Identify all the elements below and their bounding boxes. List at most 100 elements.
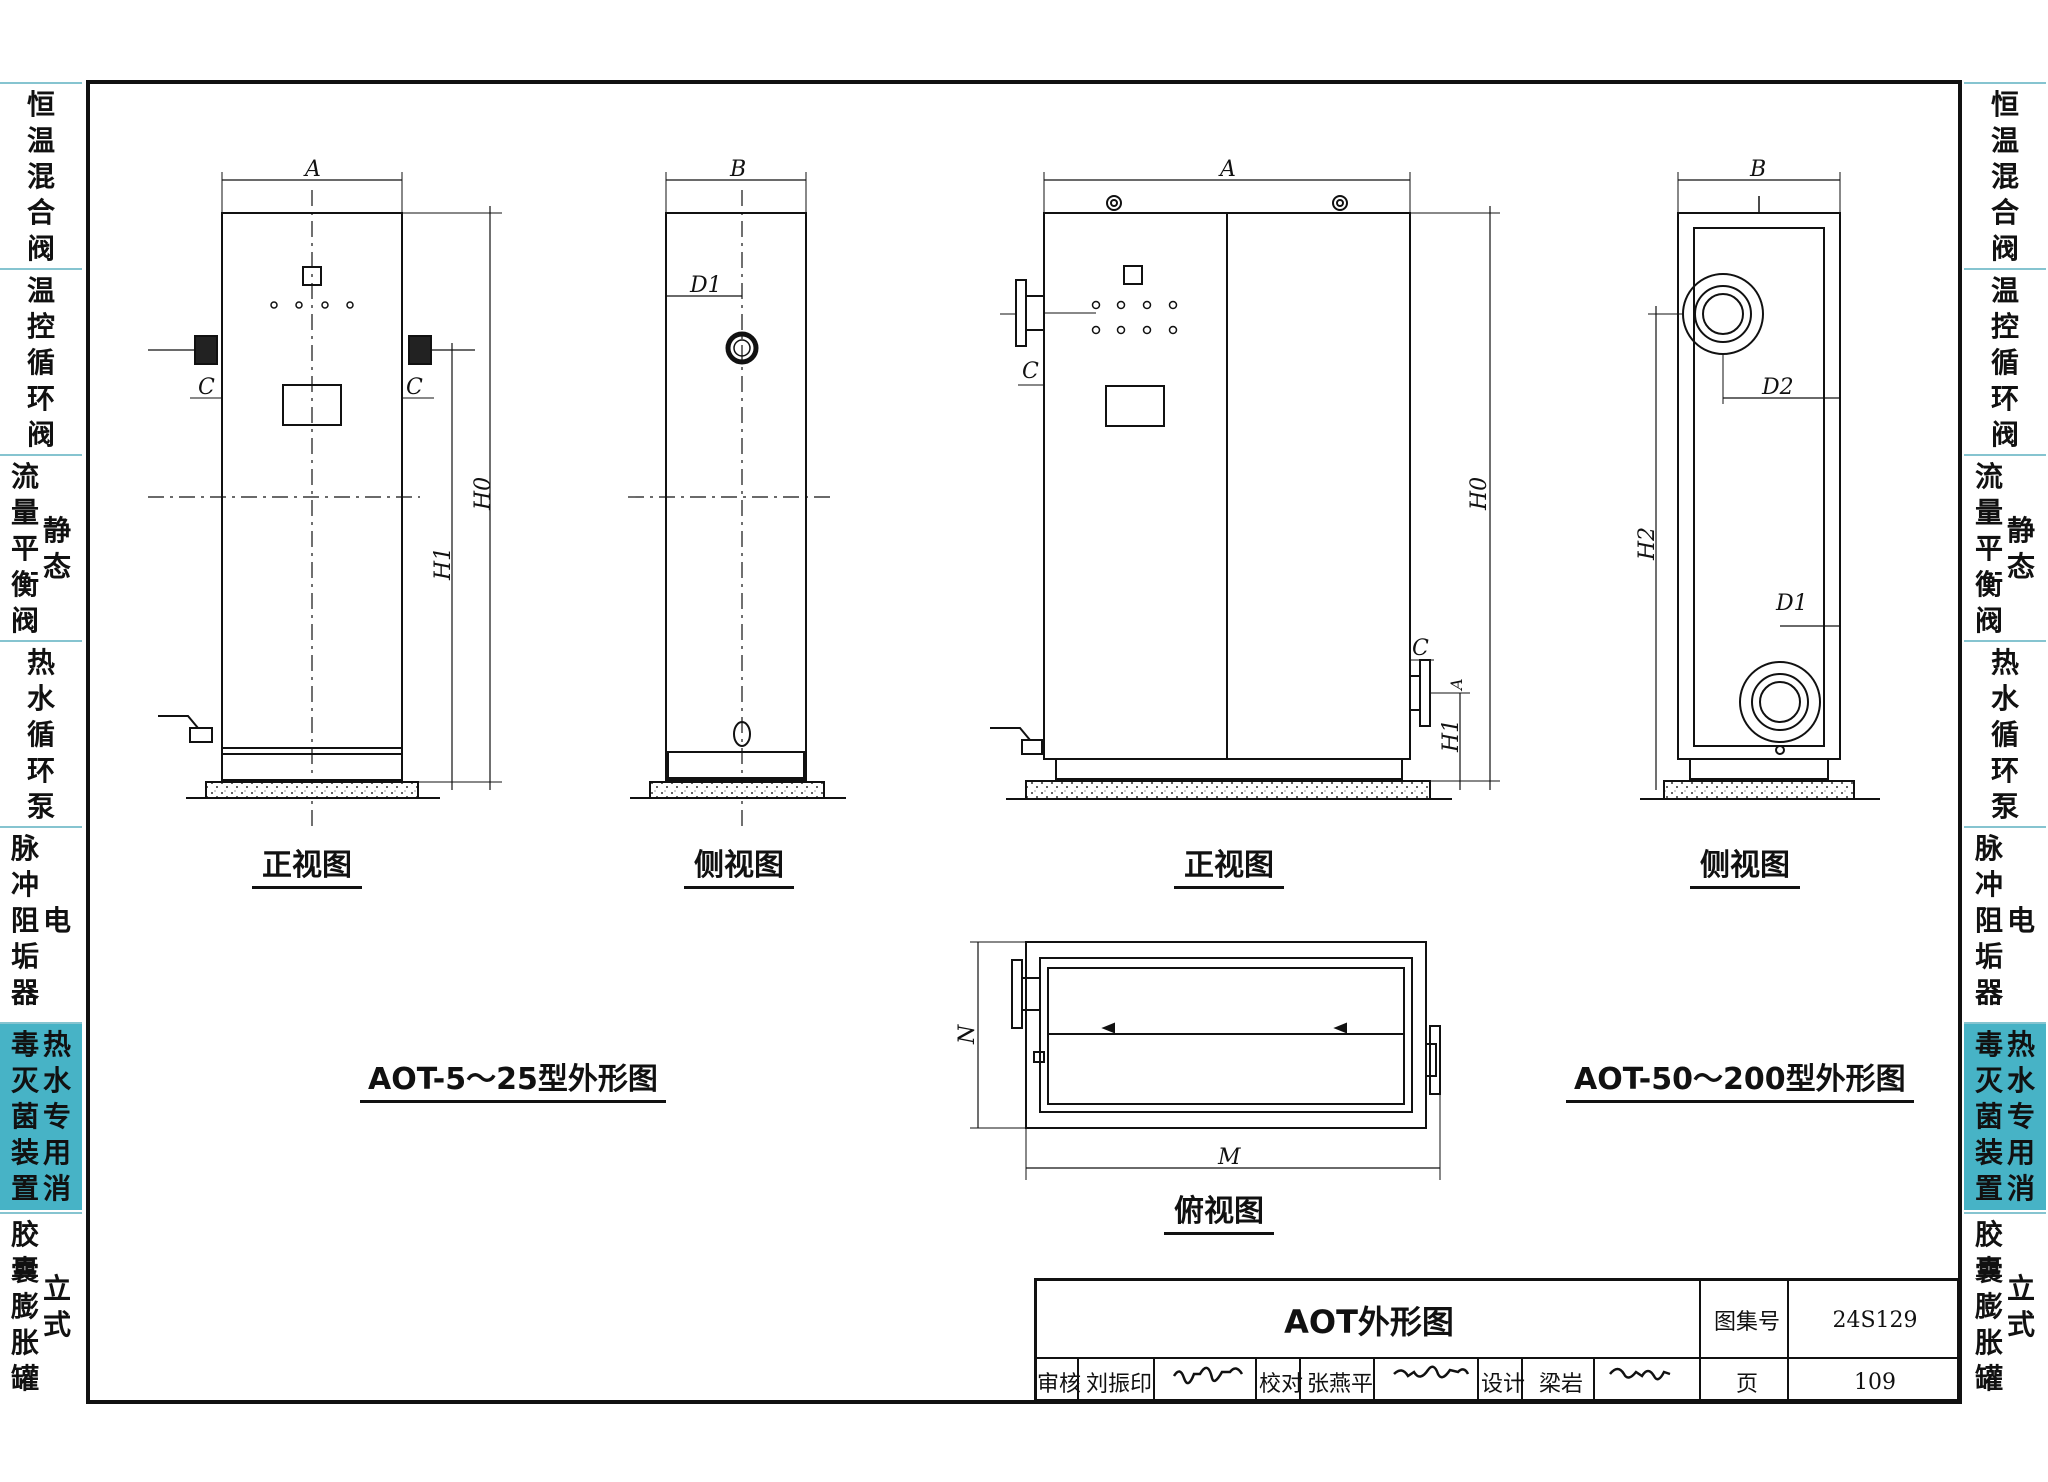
view-label-top: 俯视图 xyxy=(1164,1186,1274,1235)
tab-label-2: 电 xyxy=(43,903,71,939)
tab-char: 泵 xyxy=(1990,790,2019,823)
tab-char: 环 xyxy=(26,754,55,787)
check-label: 校对 xyxy=(1259,1372,1304,1397)
tab-text: 流量平衡阀 xyxy=(1975,459,2003,639)
dim-a-small: A xyxy=(303,157,321,182)
tab-thermostatic-mixing-valve[interactable]: 恒温混合阀 xyxy=(0,82,82,270)
small-front-view xyxy=(148,172,502,830)
tab-char: 控 xyxy=(26,310,55,343)
tab-char: 消 xyxy=(2007,1172,2036,1205)
tab-char: 阻 xyxy=(1974,904,2003,937)
tab-temp-control-circulation-valve[interactable]: 温控循环阀 xyxy=(1964,268,2046,456)
tab-text: 脉冲阻垢器 xyxy=(11,831,39,1011)
top-outline xyxy=(1025,941,1427,1129)
tab-char: 胶 xyxy=(10,1218,39,1251)
atlas-label: 图集号 xyxy=(1713,1310,1780,1335)
design-label: 设计 xyxy=(1481,1372,1526,1397)
tab-char: 混 xyxy=(1990,160,2019,193)
tab-char: 置 xyxy=(10,1172,39,1205)
tab-char: 合 xyxy=(26,196,55,229)
tab-text: 恒温混合阀 xyxy=(27,87,55,267)
tab-char: 平 xyxy=(10,532,39,565)
tab-char: 阀 xyxy=(1990,232,2019,265)
dim-h2-large: H2 xyxy=(1635,527,1660,561)
tab-vertical-expansion-tank[interactable]: 胶囊膨胀罐 立式 xyxy=(0,1212,82,1400)
tab-char: 流 xyxy=(1974,460,2003,493)
tab-temp-control-circulation-valve[interactable]: 温控循环阀 xyxy=(0,268,82,456)
checker-name: 张燕平 xyxy=(1306,1372,1373,1397)
tab-char: 水 xyxy=(26,682,55,715)
tab-label: 毒灭菌装置 xyxy=(11,1027,39,1207)
tab-char: 热 xyxy=(1990,646,2019,679)
dim-d1-small: D1 xyxy=(689,273,722,298)
dim-h1-large: H1 xyxy=(1439,719,1464,753)
tab-char: 恒 xyxy=(26,88,55,121)
lifting-eye-left xyxy=(1106,195,1122,211)
tab-char: 温 xyxy=(1990,124,2019,157)
dim-n-top: N xyxy=(955,1024,980,1045)
drawing-frame xyxy=(86,80,1962,1404)
dim-a-large: A xyxy=(1218,157,1236,182)
tab-char: 专 xyxy=(43,1100,72,1133)
page-label: 页 xyxy=(1735,1372,1758,1397)
tab-char: 式 xyxy=(2007,1308,2036,1341)
title-block-grid xyxy=(1034,1278,1960,1402)
tab-disinfection-device[interactable]: 毒灭菌装置 热水专用消 xyxy=(0,1022,82,1210)
tab-label: 温控循环阀 xyxy=(1991,273,2019,453)
tab-text: 静态 xyxy=(2007,513,2035,585)
dim-c-small-right: C xyxy=(406,375,423,400)
display-panel xyxy=(1105,385,1165,427)
lower-flange xyxy=(1739,661,1821,743)
drain-valve xyxy=(1021,739,1043,755)
tab-char: 循 xyxy=(1990,346,2019,379)
tab-char: 态 xyxy=(43,550,72,583)
tab-label-2: 热水专用消 xyxy=(2007,1027,2035,1207)
dim-h0-large: H0 xyxy=(1467,477,1492,511)
tab-char: 囊 xyxy=(1974,1254,2003,1287)
dim-c-large-top: C xyxy=(1022,359,1039,384)
tab-char: 冲 xyxy=(10,868,39,901)
tab-electric-pulse-descaler[interactable]: 脉冲阻垢器 电 xyxy=(0,826,82,1014)
tab-char: 阻 xyxy=(10,904,39,937)
tab-char: 脉 xyxy=(1974,832,2003,865)
tab-vertical-expansion-tank[interactable]: 胶囊膨胀罐 立式 xyxy=(1964,1212,2046,1400)
dim-d1-large: D1 xyxy=(1775,591,1808,616)
review-label: 审核 xyxy=(1037,1372,1082,1397)
dim-m-top: M xyxy=(1217,1145,1241,1170)
dim-a-large-small: A xyxy=(1447,678,1466,692)
tab-hot-water-circulation-pump[interactable]: 热水循环泵 xyxy=(1964,640,2046,828)
tab-text: 热水循环泵 xyxy=(1991,645,2019,825)
tab-static-balancing-valve[interactable]: 流量平衡阀 静态 xyxy=(1964,454,2046,642)
tab-char: 罐 xyxy=(1974,1362,2003,1395)
tab-char: 灭 xyxy=(10,1064,39,1097)
tab-disinfection-device[interactable]: 毒灭菌装置 热水专用消 xyxy=(1964,1022,2046,1210)
tab-char: 静 xyxy=(2007,514,2036,547)
tab-text: 流量平衡阀 xyxy=(11,459,39,639)
tab-label: 胶囊膨胀罐 xyxy=(11,1217,39,1397)
tab-thermostatic-mixing-valve[interactable]: 恒温混合阀 xyxy=(1964,82,2046,270)
tab-char: 用 xyxy=(43,1136,72,1169)
view-label-large-side: 侧视图 xyxy=(1690,840,1800,889)
tab-label-2: 静态 xyxy=(43,513,71,585)
tab-static-balancing-valve[interactable]: 流量平衡阀 静态 xyxy=(0,454,82,642)
tab-char: 量 xyxy=(1974,496,2003,529)
reviewer-signature xyxy=(1172,1366,1244,1385)
drain-valve xyxy=(189,727,213,743)
tab-char: 垢 xyxy=(10,940,39,973)
tab-char: 器 xyxy=(1974,976,2003,1009)
indicator-light xyxy=(1123,265,1143,285)
designer-name: 梁岩 xyxy=(1538,1372,1583,1397)
tab-electric-pulse-descaler[interactable]: 脉冲阻垢器 电 xyxy=(1964,826,2046,1014)
tab-char: 水 xyxy=(1990,682,2019,715)
tab-char: 菌 xyxy=(1974,1100,2003,1133)
tab-char: 态 xyxy=(2007,550,2036,583)
tab-char: 装 xyxy=(1974,1136,2003,1169)
designer-signature xyxy=(1609,1367,1671,1381)
tab-text: 脉冲阻垢器 xyxy=(1975,831,2003,1011)
tab-char: 电 xyxy=(2007,904,2036,937)
tab-hot-water-circulation-pump[interactable]: 热水循环泵 xyxy=(0,640,82,828)
tab-char: 热 xyxy=(2007,1028,2036,1061)
tab-char: 热 xyxy=(43,1028,72,1061)
tab-char: 器 xyxy=(10,976,39,1009)
tab-text: 恒温混合阀 xyxy=(1991,87,2019,267)
